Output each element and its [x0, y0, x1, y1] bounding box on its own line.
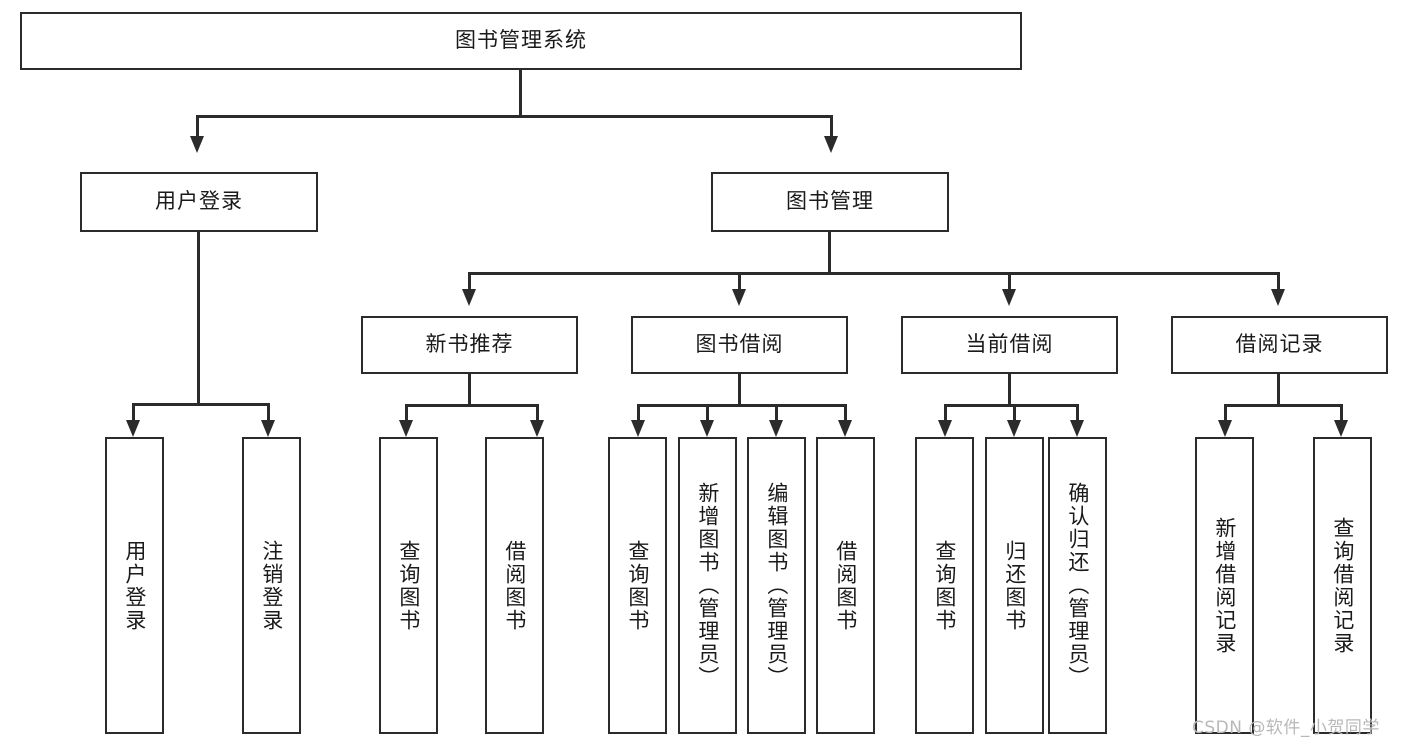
connector-cb-stem	[1008, 374, 1011, 406]
node-leaf-return-book[interactable]: 归还图书	[985, 437, 1044, 734]
connector-cb-drop-2	[1013, 404, 1016, 422]
arrowhead-user-login	[190, 136, 204, 153]
arrowhead-leaf-confirm-return	[1070, 420, 1084, 437]
node-leaf-query-book-1-label: 查询图书	[396, 539, 421, 632]
connector-bb-drop-3	[775, 404, 778, 422]
node-leaf-query-book-2-label: 查询图书	[625, 539, 650, 632]
arrowhead-book-manage	[824, 136, 838, 153]
node-leaf-edit-book[interactable]: 编辑图书（管理员）	[747, 437, 806, 734]
connector-bb-drop-4	[844, 404, 847, 422]
connector-l3-drop-4	[1277, 272, 1280, 291]
arrowhead-book-borrow	[732, 289, 746, 306]
connector-cb-drop-1	[944, 404, 947, 422]
node-current-borrow-label: 当前借阅	[965, 332, 1054, 357]
connector-user-login-drop-2	[267, 403, 270, 422]
node-user-login-label: 用户登录	[155, 189, 243, 214]
node-borrow-record-label: 借阅记录	[1235, 332, 1324, 357]
connector-l3-drop-2	[738, 272, 741, 291]
node-new-book-recommend-label: 新书推荐	[425, 332, 514, 357]
node-leaf-query-book-1[interactable]: 查询图书	[379, 437, 438, 734]
arrowhead-leaf-user-login	[126, 420, 140, 437]
arrowhead-leaf-add-book	[700, 420, 714, 437]
node-book-manage-label: 图书管理	[786, 189, 874, 214]
arrowhead-leaf-return-book	[1007, 420, 1021, 437]
connector-bb-bus	[637, 404, 846, 407]
arrowhead-leaf-query-record	[1334, 420, 1348, 437]
connector-bb-drop-1	[637, 404, 640, 422]
node-leaf-confirm-return-label: 确认归还（管理员）	[1065, 482, 1090, 689]
node-book-manage[interactable]: 图书管理	[711, 172, 949, 232]
node-new-book-recommend[interactable]: 新书推荐	[361, 316, 578, 374]
arrowhead-leaf-query-book-1	[399, 420, 413, 437]
node-leaf-borrow-book-2-label: 借阅图书	[833, 539, 858, 632]
node-leaf-add-book[interactable]: 新增图书（管理员）	[678, 437, 737, 734]
connector-book-manage-bus	[468, 272, 1280, 275]
connector-root-bus	[196, 115, 833, 118]
node-leaf-borrow-book-1-label: 借阅图书	[502, 539, 527, 632]
node-book-borrow[interactable]: 图书借阅	[631, 316, 848, 374]
arrowhead-leaf-add-record	[1218, 420, 1232, 437]
connector-br-stem	[1277, 374, 1280, 406]
connector-bb-stem	[738, 374, 741, 406]
connector-user-login-bus	[132, 403, 269, 406]
node-leaf-add-record[interactable]: 新增借阅记录	[1195, 437, 1254, 734]
node-leaf-confirm-return[interactable]: 确认归还（管理员）	[1048, 437, 1107, 734]
connector-cb-bus	[944, 404, 1078, 407]
node-root[interactable]: 图书管理系统	[20, 12, 1022, 70]
connector-root-stem	[519, 70, 522, 117]
connector-user-login-stem	[197, 232, 200, 405]
arrowhead-leaf-edit-book	[769, 420, 783, 437]
node-borrow-record[interactable]: 借阅记录	[1171, 316, 1388, 374]
node-root-label: 图书管理系统	[455, 28, 587, 53]
connector-l3-drop-3	[1008, 272, 1011, 291]
arrowhead-borrow-record	[1271, 289, 1285, 306]
connector-nbr-stem	[468, 374, 471, 406]
connector-nbr-drop-1	[405, 404, 408, 422]
connector-br-bus	[1224, 404, 1342, 407]
arrowhead-leaf-query-book-3	[938, 420, 952, 437]
node-leaf-user-login[interactable]: 用户登录	[105, 437, 164, 734]
arrowhead-leaf-borrow-book-2	[838, 420, 852, 437]
connector-l3-drop-1	[468, 272, 471, 291]
connector-br-drop-1	[1224, 404, 1227, 422]
node-leaf-user-login-label: 用户登录	[122, 539, 147, 632]
connector-nbr-bus	[405, 404, 538, 407]
connector-root-drop-left	[196, 115, 199, 137]
node-leaf-add-record-label: 新增借阅记录	[1212, 516, 1237, 655]
node-leaf-edit-book-label: 编辑图书（管理员）	[764, 482, 789, 689]
connector-book-manage-stem	[828, 232, 831, 274]
node-leaf-query-record-label: 查询借阅记录	[1330, 516, 1355, 655]
connector-br-drop-2	[1340, 404, 1343, 422]
node-leaf-query-book-2[interactable]: 查询图书	[608, 437, 667, 734]
arrowhead-leaf-query-book-2	[631, 420, 645, 437]
node-leaf-query-book-3-label: 查询图书	[932, 539, 957, 632]
arrowhead-leaf-user-logout	[261, 420, 275, 437]
node-leaf-borrow-book-1[interactable]: 借阅图书	[485, 437, 544, 734]
connector-root-drop-right	[830, 115, 833, 137]
node-leaf-add-book-label: 新增图书（管理员）	[695, 482, 720, 689]
node-leaf-query-book-3[interactable]: 查询图书	[915, 437, 974, 734]
connector-bb-drop-2	[706, 404, 709, 422]
connector-user-login-drop-1	[132, 403, 135, 422]
node-leaf-user-logout-label: 注销登录	[259, 539, 284, 632]
arrowhead-new-book-recommend	[462, 289, 476, 306]
arrowhead-current-borrow	[1002, 289, 1016, 306]
connector-cb-drop-3	[1076, 404, 1079, 422]
node-leaf-return-book-label: 归还图书	[1002, 539, 1027, 632]
node-leaf-user-logout[interactable]: 注销登录	[242, 437, 301, 734]
node-user-login[interactable]: 用户登录	[80, 172, 318, 232]
connector-nbr-drop-2	[536, 404, 539, 422]
arrowhead-leaf-borrow-book-1	[530, 420, 544, 437]
node-book-borrow-label: 图书借阅	[695, 332, 784, 357]
node-leaf-query-record[interactable]: 查询借阅记录	[1313, 437, 1372, 734]
node-leaf-borrow-book-2[interactable]: 借阅图书	[816, 437, 875, 734]
node-current-borrow[interactable]: 当前借阅	[901, 316, 1118, 374]
